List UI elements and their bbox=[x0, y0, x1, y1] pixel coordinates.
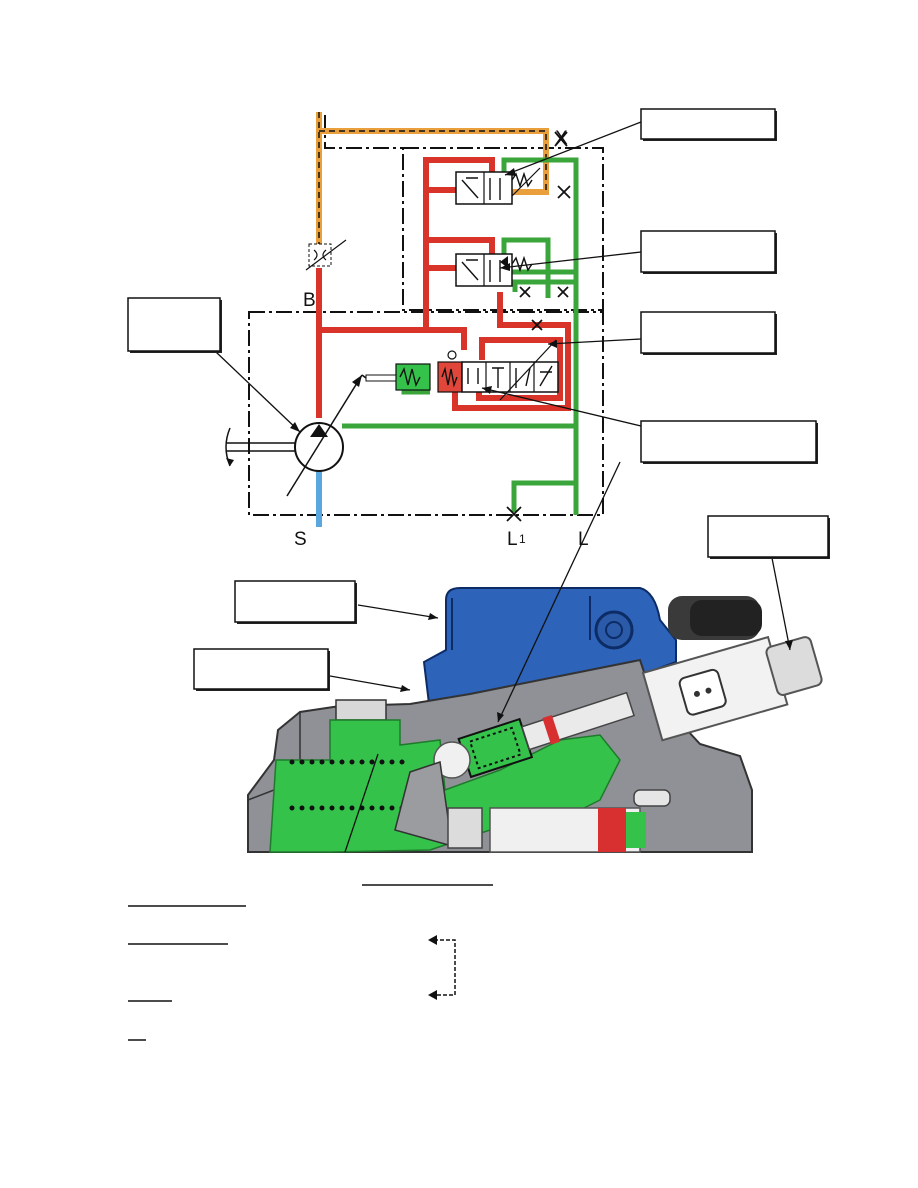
callout-box-solenoid bbox=[707, 515, 829, 558]
port-label-l1-subscript: 1 bbox=[519, 532, 526, 546]
shaft-bushing bbox=[447, 807, 483, 849]
leader-lines bbox=[215, 121, 791, 853]
orifice-symbols bbox=[506, 131, 571, 522]
throttle-symbol bbox=[305, 239, 347, 271]
bracket-arrow bbox=[428, 935, 456, 1000]
side-pin bbox=[633, 789, 671, 807]
callout-boxes bbox=[127, 108, 830, 691]
pump-symbol bbox=[225, 374, 367, 497]
valve-block-plug bbox=[594, 610, 634, 650]
swash-ball bbox=[433, 741, 471, 779]
callout-box-valve bbox=[640, 311, 776, 354]
port-label-x: X bbox=[555, 128, 568, 149]
port-label-s: S bbox=[294, 529, 307, 550]
callout-box-valve-block bbox=[234, 580, 356, 623]
callout-box-housing bbox=[193, 648, 329, 690]
port-label-b: B bbox=[303, 290, 316, 311]
housing-boss bbox=[335, 699, 387, 721]
proportional-control-valve bbox=[365, 339, 559, 401]
callout-box-pump bbox=[127, 297, 221, 352]
schematic: X B S L 1 L bbox=[225, 112, 604, 550]
leader-arrowheads bbox=[290, 168, 793, 722]
load-sensing-valve bbox=[455, 253, 533, 287]
callout-box-spring bbox=[640, 420, 817, 463]
callout-box-load-sensing bbox=[640, 230, 776, 273]
port-label-l1: L bbox=[507, 529, 518, 550]
x-port-frame bbox=[324, 115, 403, 149]
answer-blanks bbox=[128, 884, 493, 1041]
callout-box-pressure-cutoff bbox=[640, 108, 776, 140]
swash-plate bbox=[394, 761, 453, 848]
piston-red-band bbox=[598, 808, 626, 852]
bearing-balls bbox=[289, 759, 405, 811]
pressure-line bbox=[316, 157, 571, 418]
pump-cutaway bbox=[247, 587, 823, 853]
pressure-cutoff-valve bbox=[455, 167, 541, 205]
